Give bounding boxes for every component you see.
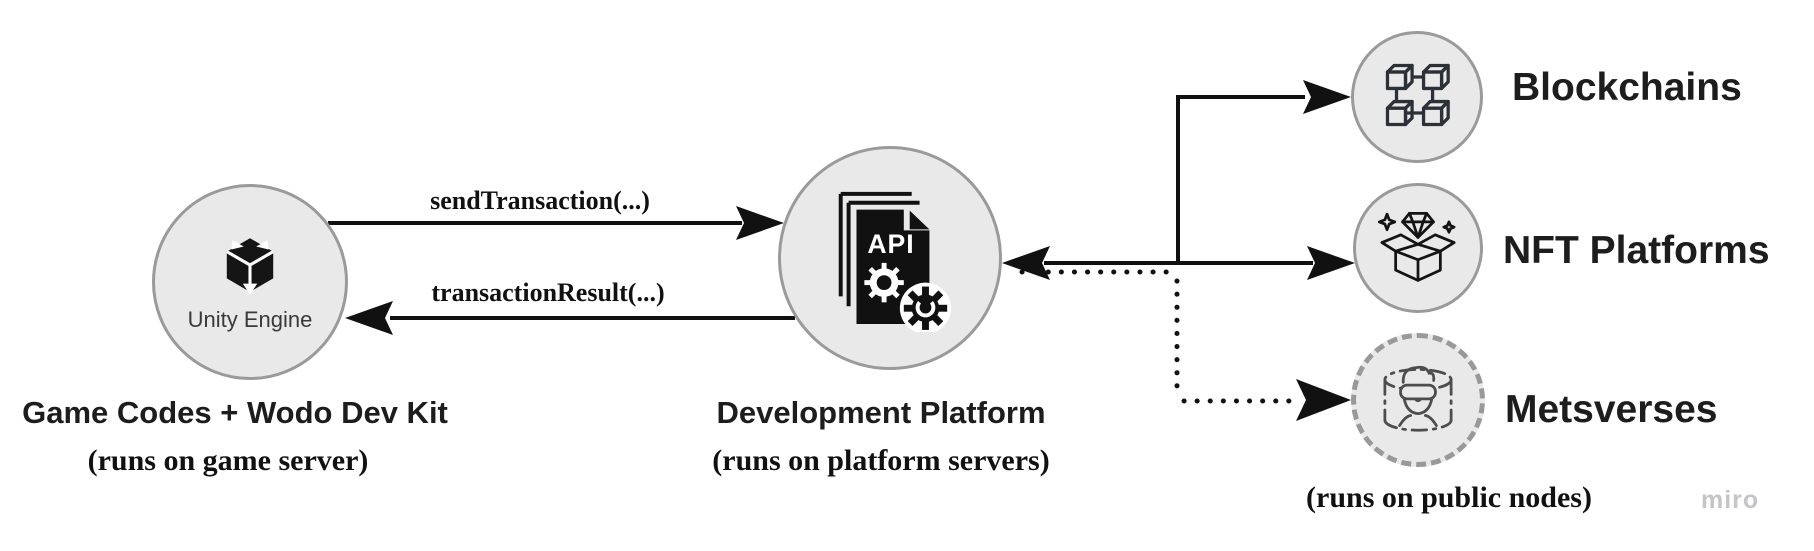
vr-avatar-icon [1372, 352, 1464, 449]
edge-platform-external-arrow [1002, 80, 1355, 280]
api-icon-text: API [867, 229, 914, 259]
node-development-platform[interactable]: API [778, 146, 1002, 370]
unity-engine-icon [217, 232, 283, 303]
blockchains-label: Blockchains [1512, 66, 1742, 109]
linked-cubes-icon [1376, 54, 1458, 141]
node-nft-platforms[interactable] [1353, 183, 1483, 313]
api-document-icon: API [821, 180, 959, 337]
platform-node-subtitle: (runs on platform servers) [712, 444, 1050, 477]
metaverses-label: Metsverses [1505, 388, 1718, 431]
box-diamond-icon [1375, 203, 1461, 294]
miro-watermark: miro [1701, 486, 1760, 514]
node-metaverses[interactable] [1351, 333, 1485, 467]
game-node-subtitle: (runs on game server) [87, 444, 369, 477]
game-node-title: Game Codes + Wodo Dev Kit [22, 395, 448, 430]
edge-label-send-transaction: sendTransaction(...) [430, 186, 650, 215]
nft-platforms-label: NFT Platforms [1503, 229, 1770, 272]
platform-node-title: Development Platform [716, 395, 1046, 430]
edge-label-transaction-result: transactionResult(...) [431, 278, 665, 307]
node-blockchains[interactable] [1351, 31, 1483, 163]
public-nodes-note: (runs on public nodes) [1306, 481, 1592, 514]
edge-platform-metaverse-dotted-arrow [1019, 269, 1351, 421]
unity-engine-label: Unity Engine [187, 306, 313, 332]
node-game-unity[interactable]: Unity Engine [152, 184, 348, 380]
